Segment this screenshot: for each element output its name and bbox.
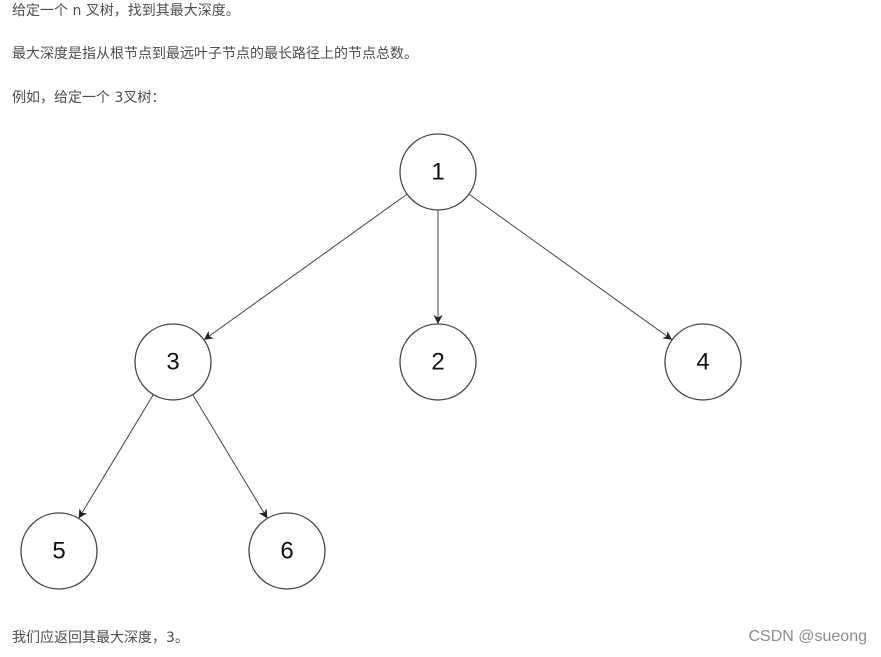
tree-node-circle (399, 133, 477, 211)
tree-node-circle (248, 512, 326, 590)
tree-node-2: 2 (399, 323, 477, 401)
tree-node-label: 2 (431, 349, 444, 376)
tree-node-5: 5 (20, 512, 98, 590)
tree-node-circle (134, 323, 212, 401)
problem-statement-line: 给定一个 n 叉树，找到其最大深度。 (12, 3, 240, 19)
tree-edge-n3-n5 (78, 394, 154, 519)
definition-line: 最大深度是指从根节点到最远叶子节点的最长路径上的节点总数。 (12, 46, 418, 62)
tree-node-6: 6 (248, 512, 326, 590)
tree-node-label: 5 (52, 538, 65, 565)
tree-edge-n1-n3 (203, 193, 408, 340)
tree-node-1: 1 (399, 133, 477, 211)
tree-node-circle (664, 323, 742, 401)
tree-node-circle (20, 512, 98, 590)
tree-node-circle (399, 323, 477, 401)
tree-node-label: 6 (280, 538, 293, 565)
tree-node-3: 3 (134, 323, 212, 401)
example-intro-line: 例如，给定一个 3叉树： (12, 90, 166, 106)
tree-node-4: 4 (664, 323, 742, 401)
tree-edge-n1-n4 (468, 193, 673, 340)
tree-edge-n3-n6 (192, 394, 268, 519)
tree-node-label: 3 (166, 349, 179, 376)
tree-edges (78, 193, 673, 519)
tree-nodes: 1 3 2 4 5 6 (20, 133, 742, 590)
tree-node-label: 1 (431, 159, 444, 186)
watermark: CSDN @sueong (748, 628, 867, 645)
tree-node-label: 4 (696, 349, 709, 376)
answer-line: 我们应返回其最大深度，3。 (12, 630, 189, 646)
